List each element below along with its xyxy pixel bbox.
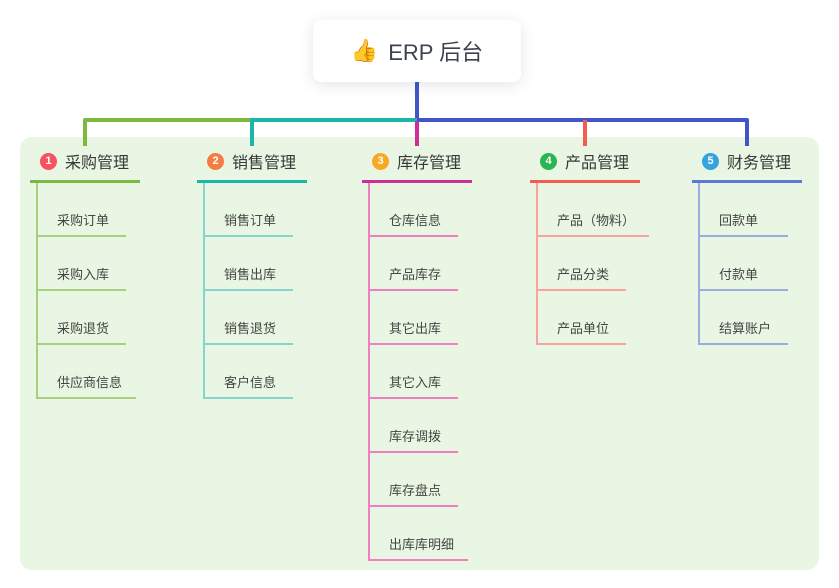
child-node[interactable]: 销售订单 [205, 183, 293, 237]
branch-1-connector [83, 118, 252, 146]
branch-product-children: 产品（物料） 产品分类 产品单位 [536, 183, 650, 345]
root-node-label: ERP 后台 [388, 40, 484, 65]
number-badge: 4 [540, 152, 557, 170]
branch-purchase-node[interactable]: 1 采购管理 [30, 145, 140, 183]
root-node[interactable]: 👍 ERP 后台 [313, 20, 521, 82]
thumbs-up-icon: 👍 [350, 38, 379, 63]
connector-lines [83, 82, 749, 146]
branch-label: 产品管理 [565, 155, 630, 172]
branch-purchase-children: 采购订单 采购入库 采购退货 供应商信息 [36, 183, 137, 399]
child-node[interactable]: 其它入库 [370, 345, 458, 399]
branch-label: 库存管理 [397, 155, 462, 172]
child-node[interactable]: 回款单 [700, 183, 788, 237]
branch-finance-children: 回款单 付款单 结算账户 [698, 183, 788, 345]
number-badge: 3 [372, 152, 389, 170]
branch-product-node[interactable]: 4 产品管理 [530, 145, 640, 183]
child-node[interactable]: 结算账户 [700, 291, 788, 345]
branch-purchase: 1 采购管理 采购订单 采购入库 采购退货 供应商信息 [30, 145, 140, 399]
child-node[interactable]: 采购订单 [38, 183, 126, 237]
branch-finance-node[interactable]: 5 财务管理 [692, 145, 802, 183]
child-node[interactable]: 产品单位 [538, 291, 626, 345]
number-badge: 2 [207, 152, 224, 170]
branch-sales: 2 销售管理 销售订单 销售出库 销售退货 客户信息 [197, 145, 307, 399]
branch-label: 财务管理 [727, 155, 792, 172]
number-badge: 5 [702, 152, 719, 170]
branch-5-connector [417, 118, 749, 146]
child-node[interactable]: 库存盘点 [370, 453, 458, 507]
child-node[interactable]: 销售出库 [205, 237, 293, 291]
child-node[interactable]: 采购入库 [38, 237, 126, 291]
number-badge: 1 [40, 152, 57, 170]
child-node[interactable]: 产品分类 [538, 237, 626, 291]
child-node[interactable]: 客户信息 [205, 345, 293, 399]
child-node[interactable]: 付款单 [700, 237, 788, 291]
branch-2-connector [250, 118, 417, 146]
branch-sales-node[interactable]: 2 销售管理 [197, 145, 307, 183]
child-node[interactable]: 采购退货 [38, 291, 126, 345]
child-node[interactable]: 供应商信息 [38, 345, 137, 399]
branches-panel [20, 137, 819, 570]
branch-inventory-children: 仓库信息 产品库存 其它出库 其它入库 库存调拨 库存盘点 出库库明细 [368, 183, 469, 561]
child-node[interactable]: 销售退货 [205, 291, 293, 345]
branch-product: 4 产品管理 产品（物料） 产品分类 产品单位 [530, 145, 650, 345]
branch-sales-children: 销售订单 销售出库 销售退货 客户信息 [203, 183, 293, 399]
child-node[interactable]: 出库库明细 [370, 507, 469, 561]
branch-inventory: 3 库存管理 仓库信息 产品库存 其它出库 其它入库 库存调拨 库存盘点 出库库… [362, 145, 472, 561]
child-node[interactable]: 库存调拨 [370, 399, 458, 453]
child-node[interactable]: 产品库存 [370, 237, 458, 291]
branch-label: 采购管理 [65, 155, 130, 172]
branch-inventory-node[interactable]: 3 库存管理 [362, 145, 472, 183]
branch-label: 销售管理 [232, 155, 297, 172]
child-node[interactable]: 仓库信息 [370, 183, 458, 237]
child-node[interactable]: 产品（物料） [538, 183, 650, 237]
branch-finance: 5 财务管理 回款单 付款单 结算账户 [692, 145, 802, 345]
child-node[interactable]: 其它出库 [370, 291, 458, 345]
